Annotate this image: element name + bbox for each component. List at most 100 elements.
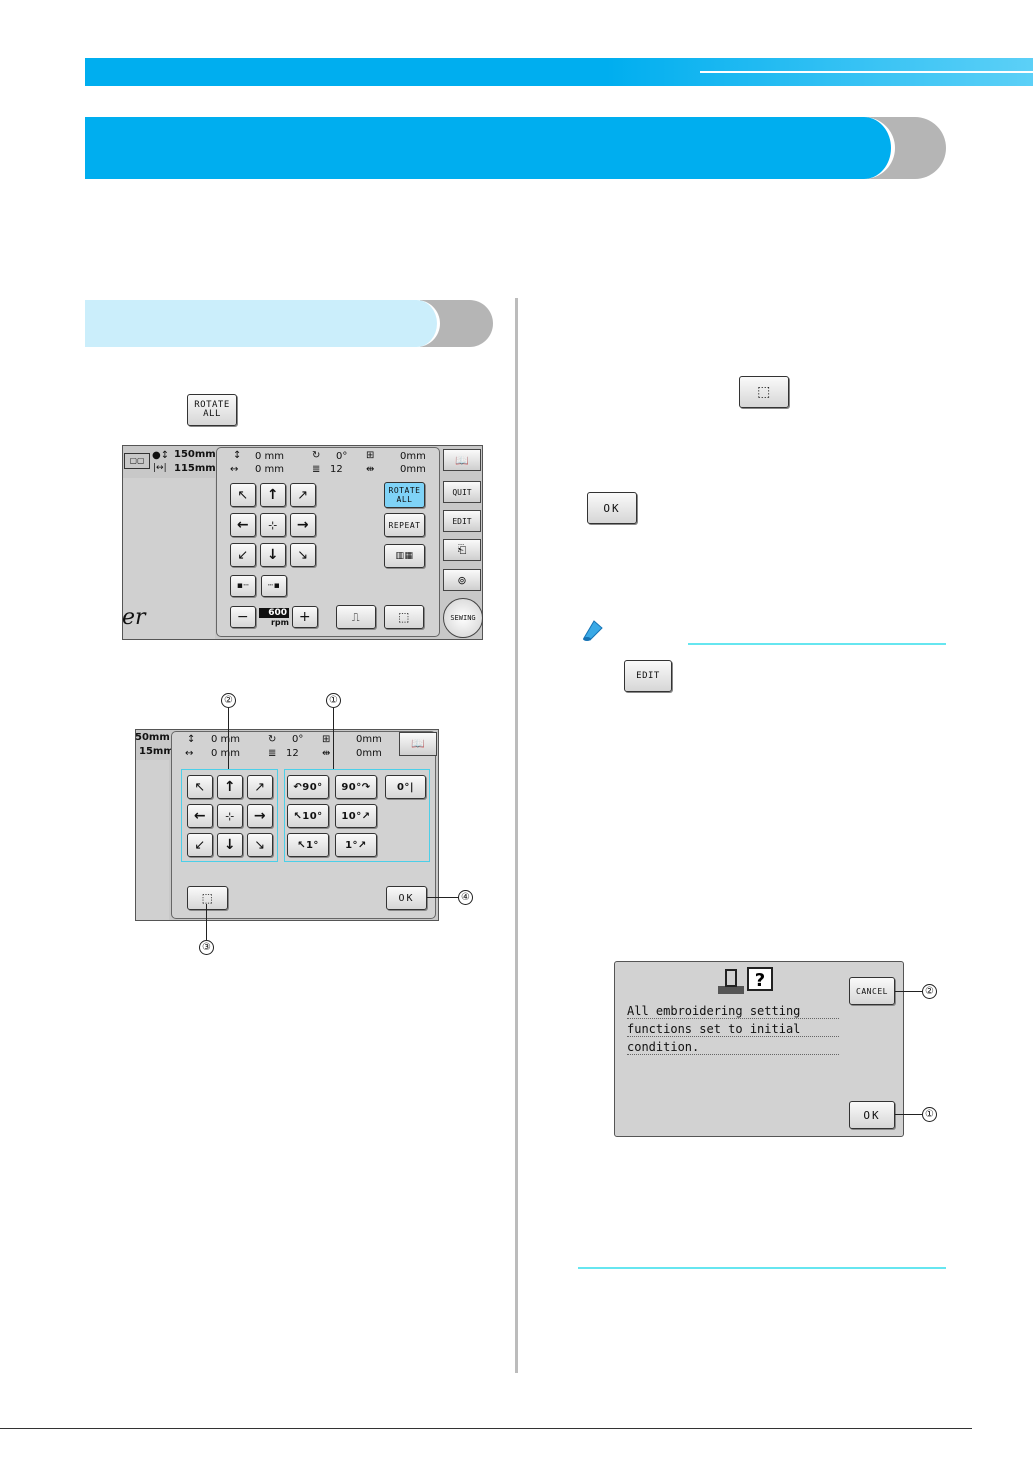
move-down-right-button[interactable]: ↘ [290,543,316,567]
move-up-button[interactable]: ↑ [260,483,286,507]
rotate-ok-button[interactable]: OK [386,886,427,910]
rotate-right-90-button[interactable]: 90°↷ [335,775,377,799]
machine-icon: ? [718,967,773,994]
rotate-right-arrow-icon: ↷ [361,781,371,793]
trial-frame-button-3[interactable]: ⬚ [739,376,789,408]
rotate-right-90-label: 90° [341,781,362,793]
thread-icon-2: ≣ [268,748,277,759]
sewing-guide-icon[interactable]: 📖 [443,449,481,471]
pos-y-readout: 0 mm [255,451,285,462]
repeat-button[interactable]: REPEAT [384,513,425,537]
move-up-right-button-2[interactable]: ↗ [247,775,273,799]
ok-button[interactable]: OK [587,492,637,524]
reset-angle-label: 0° [396,781,410,793]
move-left-button-2[interactable]: ← [187,804,213,828]
rotate-right-1-label: 1° [345,839,359,851]
colors-readout: 12 [330,464,343,475]
stitch-preview-button[interactable]: ⊚ [443,569,481,591]
pos-x-readout: 0 mm [255,464,285,475]
quit-button[interactable]: QUIT [443,481,481,503]
thread-left-button[interactable]: ▪┄ [230,575,256,597]
move-down-button-2[interactable]: ↓ [217,833,243,857]
repeat-x-icon-2: ⇹ [322,748,331,759]
callout-dialog-ok-leader [895,1114,922,1115]
memo-bell-icon [583,620,603,641]
rotate-left-10-button[interactable]: ↖10° [287,804,329,828]
pos-y-icon-2: ↕ [187,734,196,745]
pos-x-icon: ↔ [230,464,239,475]
speed-unit: rpm [270,618,289,627]
memory-button[interactable]: ⎗ [443,539,481,561]
angle-readout-2: 0° [292,734,304,745]
rotate-icon-2: ↻ [268,734,277,745]
column-divider [515,298,518,1373]
height-readout: 150mm [174,449,216,460]
edit-button[interactable]: EDIT [624,660,672,692]
width-icon: |↔| [153,463,167,473]
rotate-right-10-button[interactable]: 10°↗ [335,804,377,828]
guide-button-2[interactable]: 📖 [399,732,437,756]
stitch-sim-button[interactable]: ⎍ [336,605,376,629]
width-readout: 115mm [174,463,216,474]
machine-question-icon: ? [716,966,776,996]
rotate-left-1-label: 1° [305,839,319,851]
callout-move: ② [221,693,236,708]
reset-angle-button[interactable]: 0°| [385,775,426,799]
rotate-all-button[interactable]: ROTATE ALL [187,394,237,426]
speed-value: 600 [259,608,289,618]
move-down-left-button[interactable]: ↙ [230,543,256,567]
move-up-right-button[interactable]: ↗ [290,483,316,507]
rotate-left-90-button[interactable]: ↶90° [287,775,329,799]
callout-frame-leader [206,904,207,940]
section-title-bar [85,117,895,179]
rotate-left-tiny-icon: ↖ [297,839,306,851]
trial-frame-button[interactable]: ⬚ [384,605,424,629]
center-button-2[interactable]: ⊹ [217,804,243,828]
rotate-left-arrow-icon: ↶ [293,781,303,793]
svg-text:?: ? [755,970,765,991]
width-readout-2: 15mm [139,746,174,757]
speed-plus-button[interactable]: + [292,606,318,628]
move-down-left-button-2[interactable]: ↙ [187,833,213,857]
move-down-button[interactable]: ↓ [260,543,286,567]
move-up-left-button-2[interactable]: ↖ [187,775,213,799]
rotate-right-10-label: 10° [341,810,362,822]
move-group-outline [181,769,278,862]
rotate-left-small-icon: ↖ [293,810,303,822]
repeat-x-readout: 0mm [400,464,426,475]
callout-dialog-cancel-leader [895,991,922,992]
center-button[interactable]: ⊹ [260,513,286,537]
move-right-button-2[interactable]: → [247,804,273,828]
move-up-left-button[interactable]: ↖ [230,483,256,507]
colors-readout-2: 12 [286,748,299,759]
callout-ok: ④ [458,890,473,905]
thread-right-button[interactable]: ┄▪ [261,575,287,597]
move-up-button-2[interactable]: ↑ [217,775,243,799]
trial-frame-button-2[interactable]: ⬚ [187,886,228,910]
edit-side-button[interactable]: EDIT [443,510,481,532]
callout-frame: ③ [199,940,214,955]
dialog-ok-button[interactable]: OK [849,1101,895,1129]
rotate-right-1-button[interactable]: 1°↗ [335,833,377,857]
move-down-right-button-2[interactable]: ↘ [247,833,273,857]
rotate-group-outline [284,769,430,862]
speed-minus-button[interactable]: − [230,606,256,628]
header-rule [700,71,1033,73]
dialog-line-3: condition. [627,1040,839,1055]
rotate-left-1-button[interactable]: ↖1° [287,833,329,857]
rotate-all-screen-button[interactable]: ROTATE ALL [384,482,425,508]
move-right-button[interactable]: → [290,513,316,537]
multi-color-button[interactable]: ▥▦ [384,544,425,568]
preview-script-text: er [122,605,146,630]
callout-rotate: ① [326,693,341,708]
pos-x-icon-2: ↔ [185,748,194,759]
repeat-x-icon: ⇹ [366,464,375,475]
sewing-button[interactable]: SEWING [443,598,483,638]
cancel-button[interactable]: CANCEL [849,977,895,1005]
callout-dialog-ok: ① [922,1107,937,1122]
frame-icon: ▢▢ [124,453,150,469]
rotate-left-10-label: 10° [302,810,323,822]
rotate-left-90-label: 90° [302,781,323,793]
repeat-y-icon-2: ⊞ [322,734,331,745]
move-left-button[interactable]: ← [230,513,256,537]
